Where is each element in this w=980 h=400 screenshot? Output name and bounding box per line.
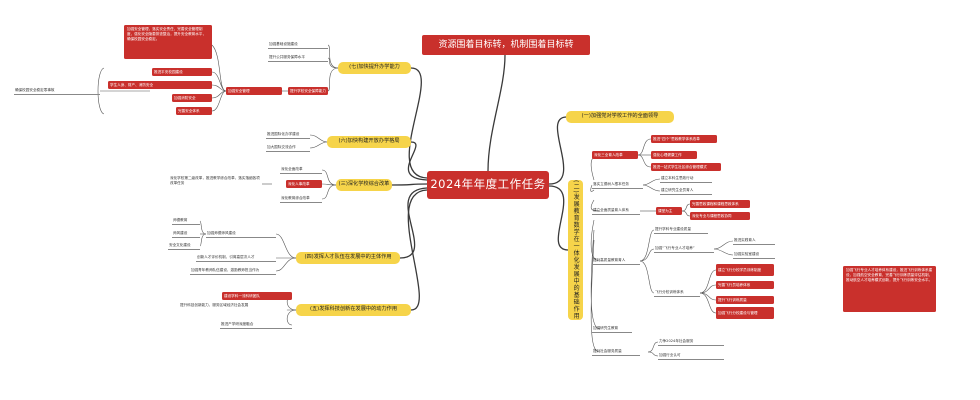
- node-r3a2: 深化专业与课程思政协同: [690, 212, 750, 220]
- right-note: 加强飞行专业人才培养体系建设，推进飞行训练体系建设，加强航空安全教育，完善飞行训…: [843, 266, 936, 312]
- connector-b6: [407, 141, 428, 181]
- node-l5b: 提升科技创新能力，服务区域经济社会发展: [180, 303, 249, 307]
- node-r2b: 建立研究生全员育人: [660, 187, 712, 195]
- node-r1b: 强化心理健康工作: [651, 151, 697, 159]
- branch-education-foundation: (二)发展教育数学在一体化发展中的基础作用: [568, 180, 583, 320]
- node-l4a3: 安全文化建设: [168, 242, 200, 250]
- node-l4a2: 师风建设: [172, 230, 200, 238]
- node-r2: 落实立德树人根本任务: [592, 181, 643, 189]
- node-l3note: 深化学校第二级改革，推进教学综合改革，落实落细各项改革任务: [170, 176, 260, 185]
- node-r4b1: 推进实践育人: [733, 237, 775, 245]
- node-l7a: 加强基础设施建设: [268, 41, 328, 49]
- node-r4c2: 完善飞行员培养体系: [716, 281, 774, 289]
- node-l4b: 创新人才评价机制，引育高层次人才: [196, 254, 276, 262]
- node-r4c: 飞行分校训练体系: [654, 289, 700, 297]
- connector-b1: [548, 116, 567, 185]
- node-r6: 提升社会服务质量: [592, 348, 640, 356]
- node-r4a: 提升学科专业建设质量: [654, 226, 708, 234]
- node-r1: 深化三全育人改革: [592, 151, 638, 159]
- connector-b3: [391, 183, 428, 186]
- branch-open-school: (六)加快构建开放办学格局: [327, 136, 411, 148]
- node-l7c1c: 完善安全体系: [176, 107, 212, 115]
- node-l7c1a: 推进平安校园建设: [152, 68, 212, 76]
- node-l4a: 加强师德师风建设: [206, 230, 276, 238]
- node-l7b: 提升公共服务保障水平: [268, 54, 328, 62]
- branch-talent: (四)发挥人才队伍在发展中的主体作用: [296, 252, 400, 264]
- node-l4c: 加强青年教师队伍建设，激励教师担当作为: [190, 267, 276, 275]
- node-r4: 提升高质量教育育人: [592, 257, 640, 265]
- node-r3a1: 完善思政课程和课程思政体系: [690, 200, 750, 208]
- node-l5a: 建设学科一流科研团队: [222, 292, 292, 300]
- node-r4b: 加强“飞行专业人才培养”: [654, 245, 714, 253]
- node-r6b: 加强行业认可: [658, 352, 724, 360]
- branch-reform: (三)深化学校综合改革: [336, 179, 392, 191]
- node-l7c: 提升学校安全保障能力: [288, 87, 328, 95]
- node-l7c1: 加强安全管理: [226, 87, 282, 95]
- node-l6b: 加大国际交流合作: [266, 144, 310, 152]
- node-r4c3: 提升飞行训练质量: [716, 296, 774, 304]
- branch-party-leadership: (一)加强党对学校工作的全面领导: [566, 111, 674, 123]
- node-l7c1b: 加强消防安全: [172, 94, 212, 102]
- node-r3a: 课堂为主: [656, 207, 682, 215]
- node-l4a1: 师德教育: [172, 217, 200, 225]
- node-l3c: 深化教育综合改革: [280, 195, 322, 203]
- node-r2a: 建立本科生思政行动: [660, 175, 712, 183]
- node-l3b: 深化人事改革: [286, 180, 322, 188]
- node-l5c: 推进产学研深度融合: [220, 321, 292, 329]
- node-r1c: 推进一站式学生社区综合管理模式: [651, 163, 721, 171]
- central-topic: 2024年年度工作任务: [427, 171, 549, 199]
- node-l7left: 确保校园安全稳定零事故: [14, 87, 100, 95]
- node-r4c4: 加强飞行分校建设与管理: [716, 307, 774, 319]
- connector-banner: [487, 54, 506, 172]
- node-r4c1: 建立飞行分校学员训练制度: [716, 264, 774, 276]
- banner-title: 资源围着目标转，机制围着目标转: [422, 35, 590, 55]
- connector-b5: [407, 189, 428, 311]
- node-l6a: 推进国际化办学建设: [266, 131, 310, 139]
- node-r3: 建立全面质量育人体系: [592, 207, 640, 215]
- branch-capability: (七)加快提升办学能力: [338, 62, 411, 74]
- node-l7note2: 学生人身、财产、消防安全: [108, 81, 212, 89]
- node-r5: 加强研究生教育: [592, 325, 632, 333]
- node-l7note1: 加强安全管理，落实安全责任，完善安全管理制度，强化安全隐患排查整治，提升安全教育…: [124, 25, 212, 59]
- node-l3a: 深化全面改革: [280, 166, 322, 174]
- connector-b7: [408, 67, 428, 179]
- node-r6a: 力争2024年社会服务: [658, 338, 724, 346]
- connector-b2: [548, 185, 569, 251]
- branch-innovation: (五)发挥科技创新在发展中的动力作用: [296, 304, 411, 316]
- node-r1a: 推进“四个”思政教学体系改革: [651, 135, 717, 143]
- connector-b4: [399, 187, 428, 259]
- node-r4b2: 加强实验室建设: [733, 251, 775, 259]
